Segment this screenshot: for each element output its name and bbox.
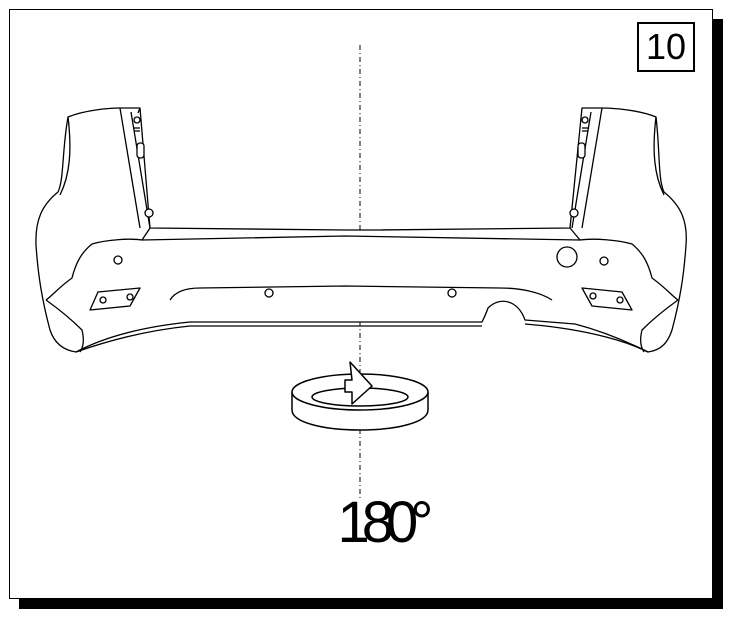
sensor-hole [113,255,123,265]
rotation-angle-label: 180° [337,490,434,555]
reflector-clip [99,296,107,304]
parking-sensor-hole [264,288,274,298]
mount-slot [136,142,145,159]
bumper-details [99,116,624,304]
step-number-badge: 10 [637,22,695,72]
sensor-hole [599,256,609,266]
mount-slot [577,142,586,159]
reflector-clip [616,296,624,304]
rear-bumper-icon [35,107,687,353]
reflector-clip [126,293,134,301]
step-number: 10 [645,26,687,67]
mount-hole [581,116,589,124]
reflector-clip [589,292,597,300]
mount-hole [144,208,154,218]
parking-sensor-hole [447,288,457,298]
mount-hole [133,116,141,124]
mount-hole [569,208,579,218]
rotate-arrow-icon [291,361,429,431]
tow-hook-cover [556,246,578,268]
